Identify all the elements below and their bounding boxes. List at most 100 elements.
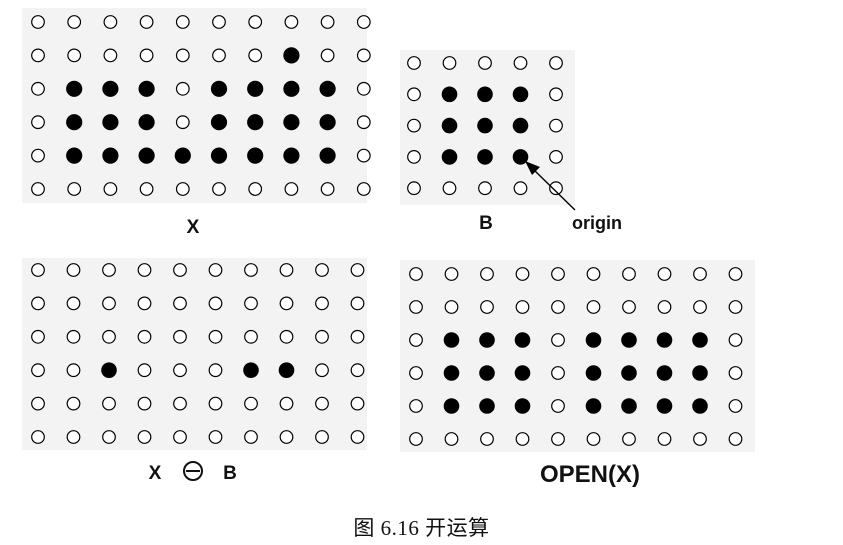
filled-pixel: [66, 147, 83, 164]
empty-pixel: [208, 430, 223, 444]
filled-pixel: [656, 398, 673, 414]
empty-pixel: [409, 267, 423, 281]
empty-pixel: [551, 432, 565, 446]
filled-pixel: [441, 149, 458, 165]
empty-pixel: [31, 115, 45, 130]
empty-pixel: [31, 430, 45, 444]
empty-pixel: [102, 430, 116, 444]
empty-pixel: [350, 329, 365, 344]
empty-pixel: [279, 430, 294, 444]
empty-pixel: [728, 366, 743, 380]
empty-pixel: [175, 81, 190, 96]
filled-pixel: [514, 365, 531, 381]
empty-pixel: [67, 48, 82, 63]
empty-pixel: [409, 300, 423, 314]
empty-pixel: [139, 15, 154, 29]
filled-pixel: [479, 398, 495, 414]
empty-pixel: [350, 263, 365, 277]
filled-pixel: [174, 147, 191, 164]
filled-pixel: [514, 332, 531, 348]
empty-pixel: [551, 399, 565, 413]
empty-pixel: [515, 300, 530, 314]
empty-pixel: [31, 296, 45, 311]
empty-pixel: [244, 396, 258, 411]
empty-pixel: [248, 15, 263, 29]
erosion-operator-icon: [183, 461, 203, 481]
filled-pixel: [512, 117, 529, 134]
filled-pixel: [138, 80, 155, 97]
filled-pixel: [102, 147, 119, 164]
empty-pixel: [137, 430, 152, 444]
panel-open-background: [400, 260, 755, 452]
grid-b: [407, 56, 563, 196]
empty-pixel: [409, 432, 423, 446]
empty-pixel: [549, 56, 563, 70]
empty-pixel: [102, 296, 116, 311]
filled-pixel: [512, 86, 529, 103]
empty-pixel: [31, 15, 45, 29]
empty-pixel: [315, 363, 329, 378]
filled-pixel: [247, 80, 264, 97]
empty-pixel: [248, 182, 263, 196]
empty-pixel: [728, 432, 743, 446]
grid-erosion: [31, 263, 365, 444]
label-erosion-x: X: [149, 463, 162, 484]
empty-pixel: [279, 396, 294, 411]
empty-pixel: [513, 181, 528, 196]
empty-pixel: [103, 48, 118, 63]
empty-pixel: [31, 48, 45, 63]
empty-pixel: [513, 56, 528, 70]
empty-pixel: [208, 329, 223, 344]
empty-pixel: [315, 296, 329, 311]
filled-pixel: [585, 332, 602, 348]
empty-pixel: [248, 48, 263, 63]
empty-pixel: [407, 181, 421, 196]
empty-pixel: [284, 182, 299, 196]
filled-pixel: [138, 114, 155, 131]
empty-pixel: [551, 300, 565, 314]
filled-pixel: [477, 86, 493, 103]
empty-pixel: [320, 182, 335, 196]
empty-pixel: [208, 263, 223, 277]
empty-pixel: [244, 430, 258, 444]
empty-pixel: [137, 263, 152, 277]
panel-x-background: [22, 8, 367, 203]
empty-pixel: [173, 363, 187, 378]
empty-pixel: [407, 118, 421, 133]
empty-pixel: [693, 432, 707, 446]
empty-pixel: [244, 329, 258, 344]
empty-pixel: [551, 267, 565, 281]
filled-pixel: [278, 362, 295, 378]
empty-pixel: [657, 432, 672, 446]
filled-pixel: [443, 398, 460, 414]
empty-pixel: [356, 148, 371, 163]
filled-pixel: [247, 147, 264, 164]
empty-pixel: [407, 56, 421, 70]
empty-pixel: [515, 267, 530, 281]
empty-pixel: [728, 267, 743, 281]
empty-pixel: [356, 182, 371, 196]
filled-pixel: [585, 398, 602, 414]
empty-pixel: [350, 396, 365, 411]
filled-pixel: [621, 365, 637, 381]
empty-pixel: [175, 48, 190, 63]
empty-pixel: [31, 363, 45, 378]
filled-pixel: [443, 332, 460, 348]
empty-pixel: [551, 333, 565, 347]
empty-pixel: [350, 296, 365, 311]
empty-pixel: [103, 15, 118, 29]
empty-pixel: [31, 396, 45, 411]
empty-pixel: [320, 48, 335, 63]
filled-pixel: [441, 117, 458, 134]
empty-pixel: [173, 430, 187, 444]
empty-pixel: [551, 366, 565, 380]
empty-pixel: [137, 296, 152, 311]
filled-pixel: [283, 114, 300, 131]
filled-pixel: [210, 147, 228, 164]
filled-pixel: [512, 149, 529, 165]
empty-pixel: [444, 267, 459, 281]
empty-pixel: [693, 267, 707, 281]
filled-pixel: [477, 117, 493, 134]
empty-pixel: [175, 115, 190, 130]
empty-pixel: [728, 333, 743, 347]
